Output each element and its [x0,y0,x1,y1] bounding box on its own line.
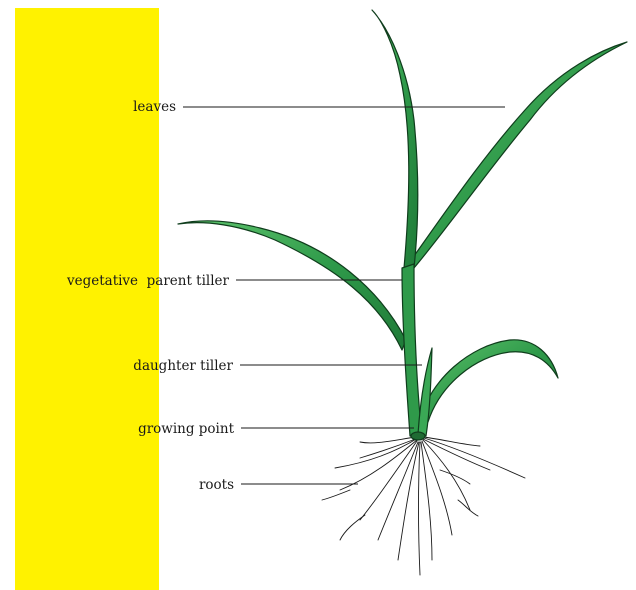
root-5 [378,442,418,540]
root-13 [424,437,480,446]
plant-leaves [178,10,627,422]
daughter-tiller-stem [418,348,432,436]
root-11 [423,439,490,470]
root-17 [458,500,478,516]
tillers [402,264,432,440]
label-parent-tiller: vegetative parent tiller [66,273,230,289]
parent-right-leaf [404,42,627,270]
root-18 [440,470,470,484]
parent-top-leaf [372,10,418,268]
label-growing-point: growing point [138,421,235,437]
root-8 [421,442,432,560]
root-7 [419,442,421,575]
parent-tiller-stem [402,264,422,436]
label-roots: roots [199,477,234,493]
growing-point-node [411,432,425,440]
labels: leaves vegetative parent tiller daughter… [66,99,235,493]
daughter-right-leaf [420,340,558,422]
label-leaves: leaves [133,99,176,115]
roots-system [322,437,525,575]
root-15 [322,490,350,500]
root-6 [398,442,419,560]
label-daughter-tiller: daughter tiller [133,358,233,374]
